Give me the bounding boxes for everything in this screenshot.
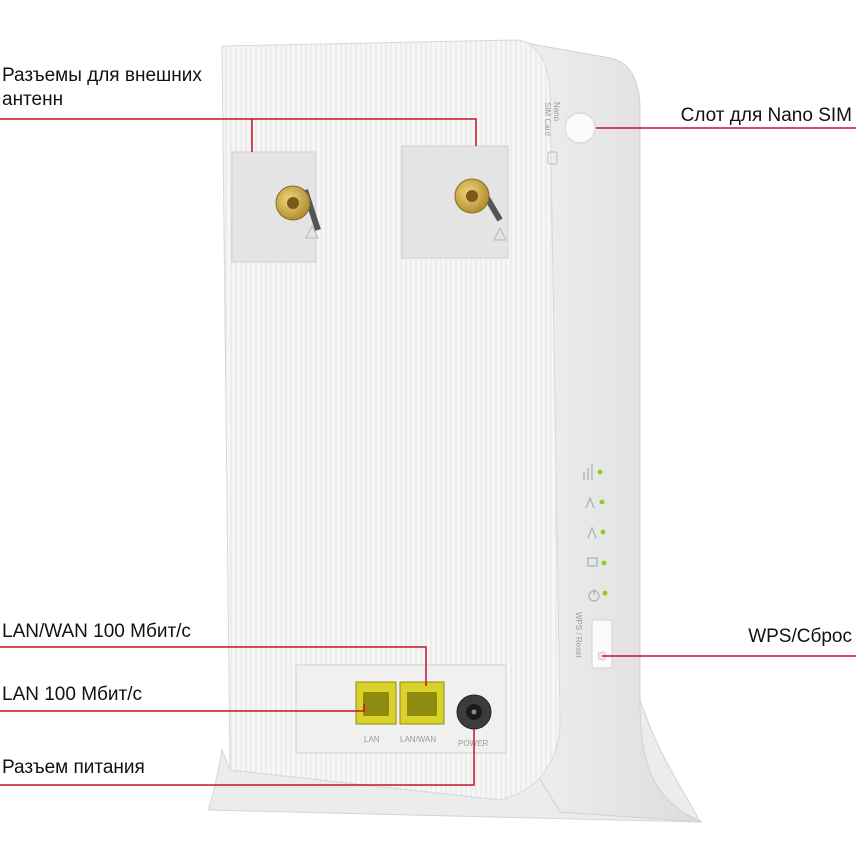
callout-line-lan xyxy=(0,704,365,712)
antenna-port-right xyxy=(401,145,509,259)
lan-wan-port-label: LAN/WAN xyxy=(400,735,436,744)
signal-icon xyxy=(583,464,603,480)
power-label: POWER xyxy=(458,739,488,748)
wps-label: WPS / Reset xyxy=(574,612,583,659)
callout-antenna-connectors: Разъемы для внешних антенн xyxy=(2,64,202,112)
callout-wps-reset: WPS/Сброс xyxy=(748,626,852,647)
callout-lan-wan: LAN/WAN 100 Мбит/с xyxy=(2,621,191,642)
power-jack xyxy=(456,694,492,730)
lan-icon xyxy=(587,557,607,567)
status-indicators xyxy=(583,464,608,602)
4g-icon xyxy=(585,496,605,509)
callout-line-antenna xyxy=(0,118,253,152)
callout-line-power xyxy=(0,729,475,786)
antenna-port-left xyxy=(231,151,321,263)
port-panel: LAN LAN/WAN POWER xyxy=(295,664,507,754)
callout-line-lan-wan xyxy=(0,646,427,686)
callout-power: Разъем питания xyxy=(2,757,145,778)
internet-icon xyxy=(587,526,606,539)
callout-antenna-line2: антенн xyxy=(2,89,64,110)
power-icon xyxy=(588,589,608,602)
callout-line-antenna-right xyxy=(252,118,477,146)
wps-reset-button xyxy=(591,619,613,669)
sim-label: Nano SIM Card xyxy=(543,102,561,136)
lan-port-label: LAN xyxy=(364,735,380,744)
lan-port xyxy=(355,681,397,725)
callout-nano-sim: Слот для Nano SIM xyxy=(680,105,852,126)
callout-lines xyxy=(0,118,856,786)
lan-wan-port xyxy=(399,681,445,725)
callout-lan: LAN 100 Мбит/с xyxy=(2,684,143,705)
callout-antenna-line1: Разъемы для внешних xyxy=(2,65,202,86)
nano-sim-slot xyxy=(547,112,596,165)
